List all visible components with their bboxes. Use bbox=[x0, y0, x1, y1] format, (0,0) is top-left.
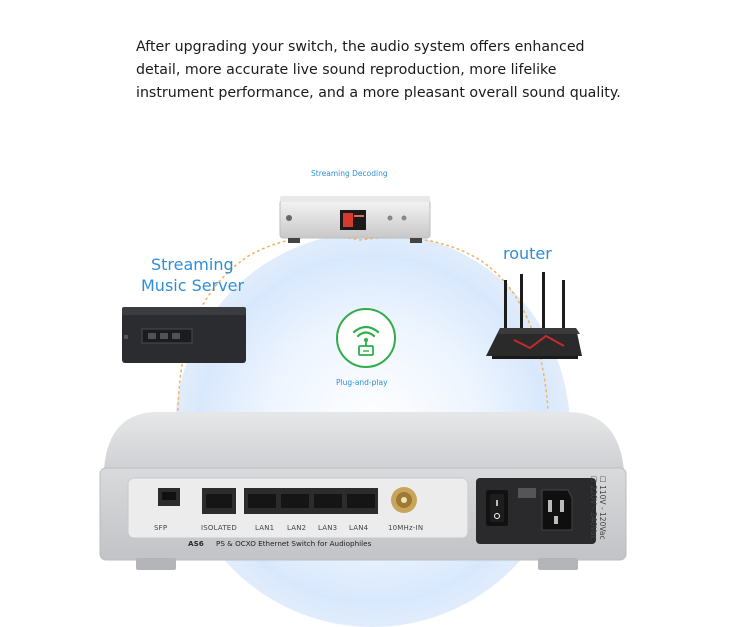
wifi-plug-icon-glyph bbox=[352, 325, 380, 356]
audiophile-switch-device bbox=[99, 412, 627, 570]
switch-caption: PS & OCXO Ethernet Switch for Audiophile… bbox=[216, 539, 372, 548]
port-label-isolated: ISOLATED bbox=[201, 524, 238, 532]
port-label-sfp: SFP bbox=[154, 524, 168, 532]
intro-line-3: instrument performance, and a more pleas… bbox=[136, 85, 621, 101]
streaming-decoding-label: Streaming Decoding bbox=[311, 169, 388, 178]
connection-arc bbox=[177, 235, 549, 411]
wifi-plug-icon bbox=[336, 308, 396, 368]
port-label-lan3: LAN3 bbox=[318, 524, 338, 532]
streaming-music-server-label: Streaming Music Server bbox=[141, 254, 244, 296]
router-label: router bbox=[503, 244, 552, 263]
streaming-decoder-device bbox=[279, 196, 431, 243]
intro-line-2: detail, more accurate live sound reprodu… bbox=[136, 62, 557, 78]
port-label-lan4: LAN4 bbox=[349, 524, 369, 532]
model-label: AS6 bbox=[188, 539, 204, 548]
router-device bbox=[486, 272, 582, 359]
voltage-label-220: ☐ 220V - 240Vac bbox=[589, 476, 598, 540]
music-server-device bbox=[122, 307, 246, 363]
voltage-label-110: ☐ 110V - 120Vac bbox=[598, 476, 607, 540]
left-label-line-2: Music Server bbox=[141, 276, 245, 295]
left-label-line-1: Streaming bbox=[151, 255, 234, 274]
intro-line-1: After upgrading your switch, the audio s… bbox=[136, 39, 585, 55]
port-label-lan1: LAN1 bbox=[255, 524, 275, 532]
port-label-lan2: LAN2 bbox=[287, 524, 307, 532]
intro-paragraph: After upgrading your switch, the audio s… bbox=[136, 36, 636, 105]
port-label-10mhz-in: 10MHz-IN bbox=[388, 524, 424, 532]
plug-and-play-label: Plug-and-play bbox=[336, 378, 388, 387]
